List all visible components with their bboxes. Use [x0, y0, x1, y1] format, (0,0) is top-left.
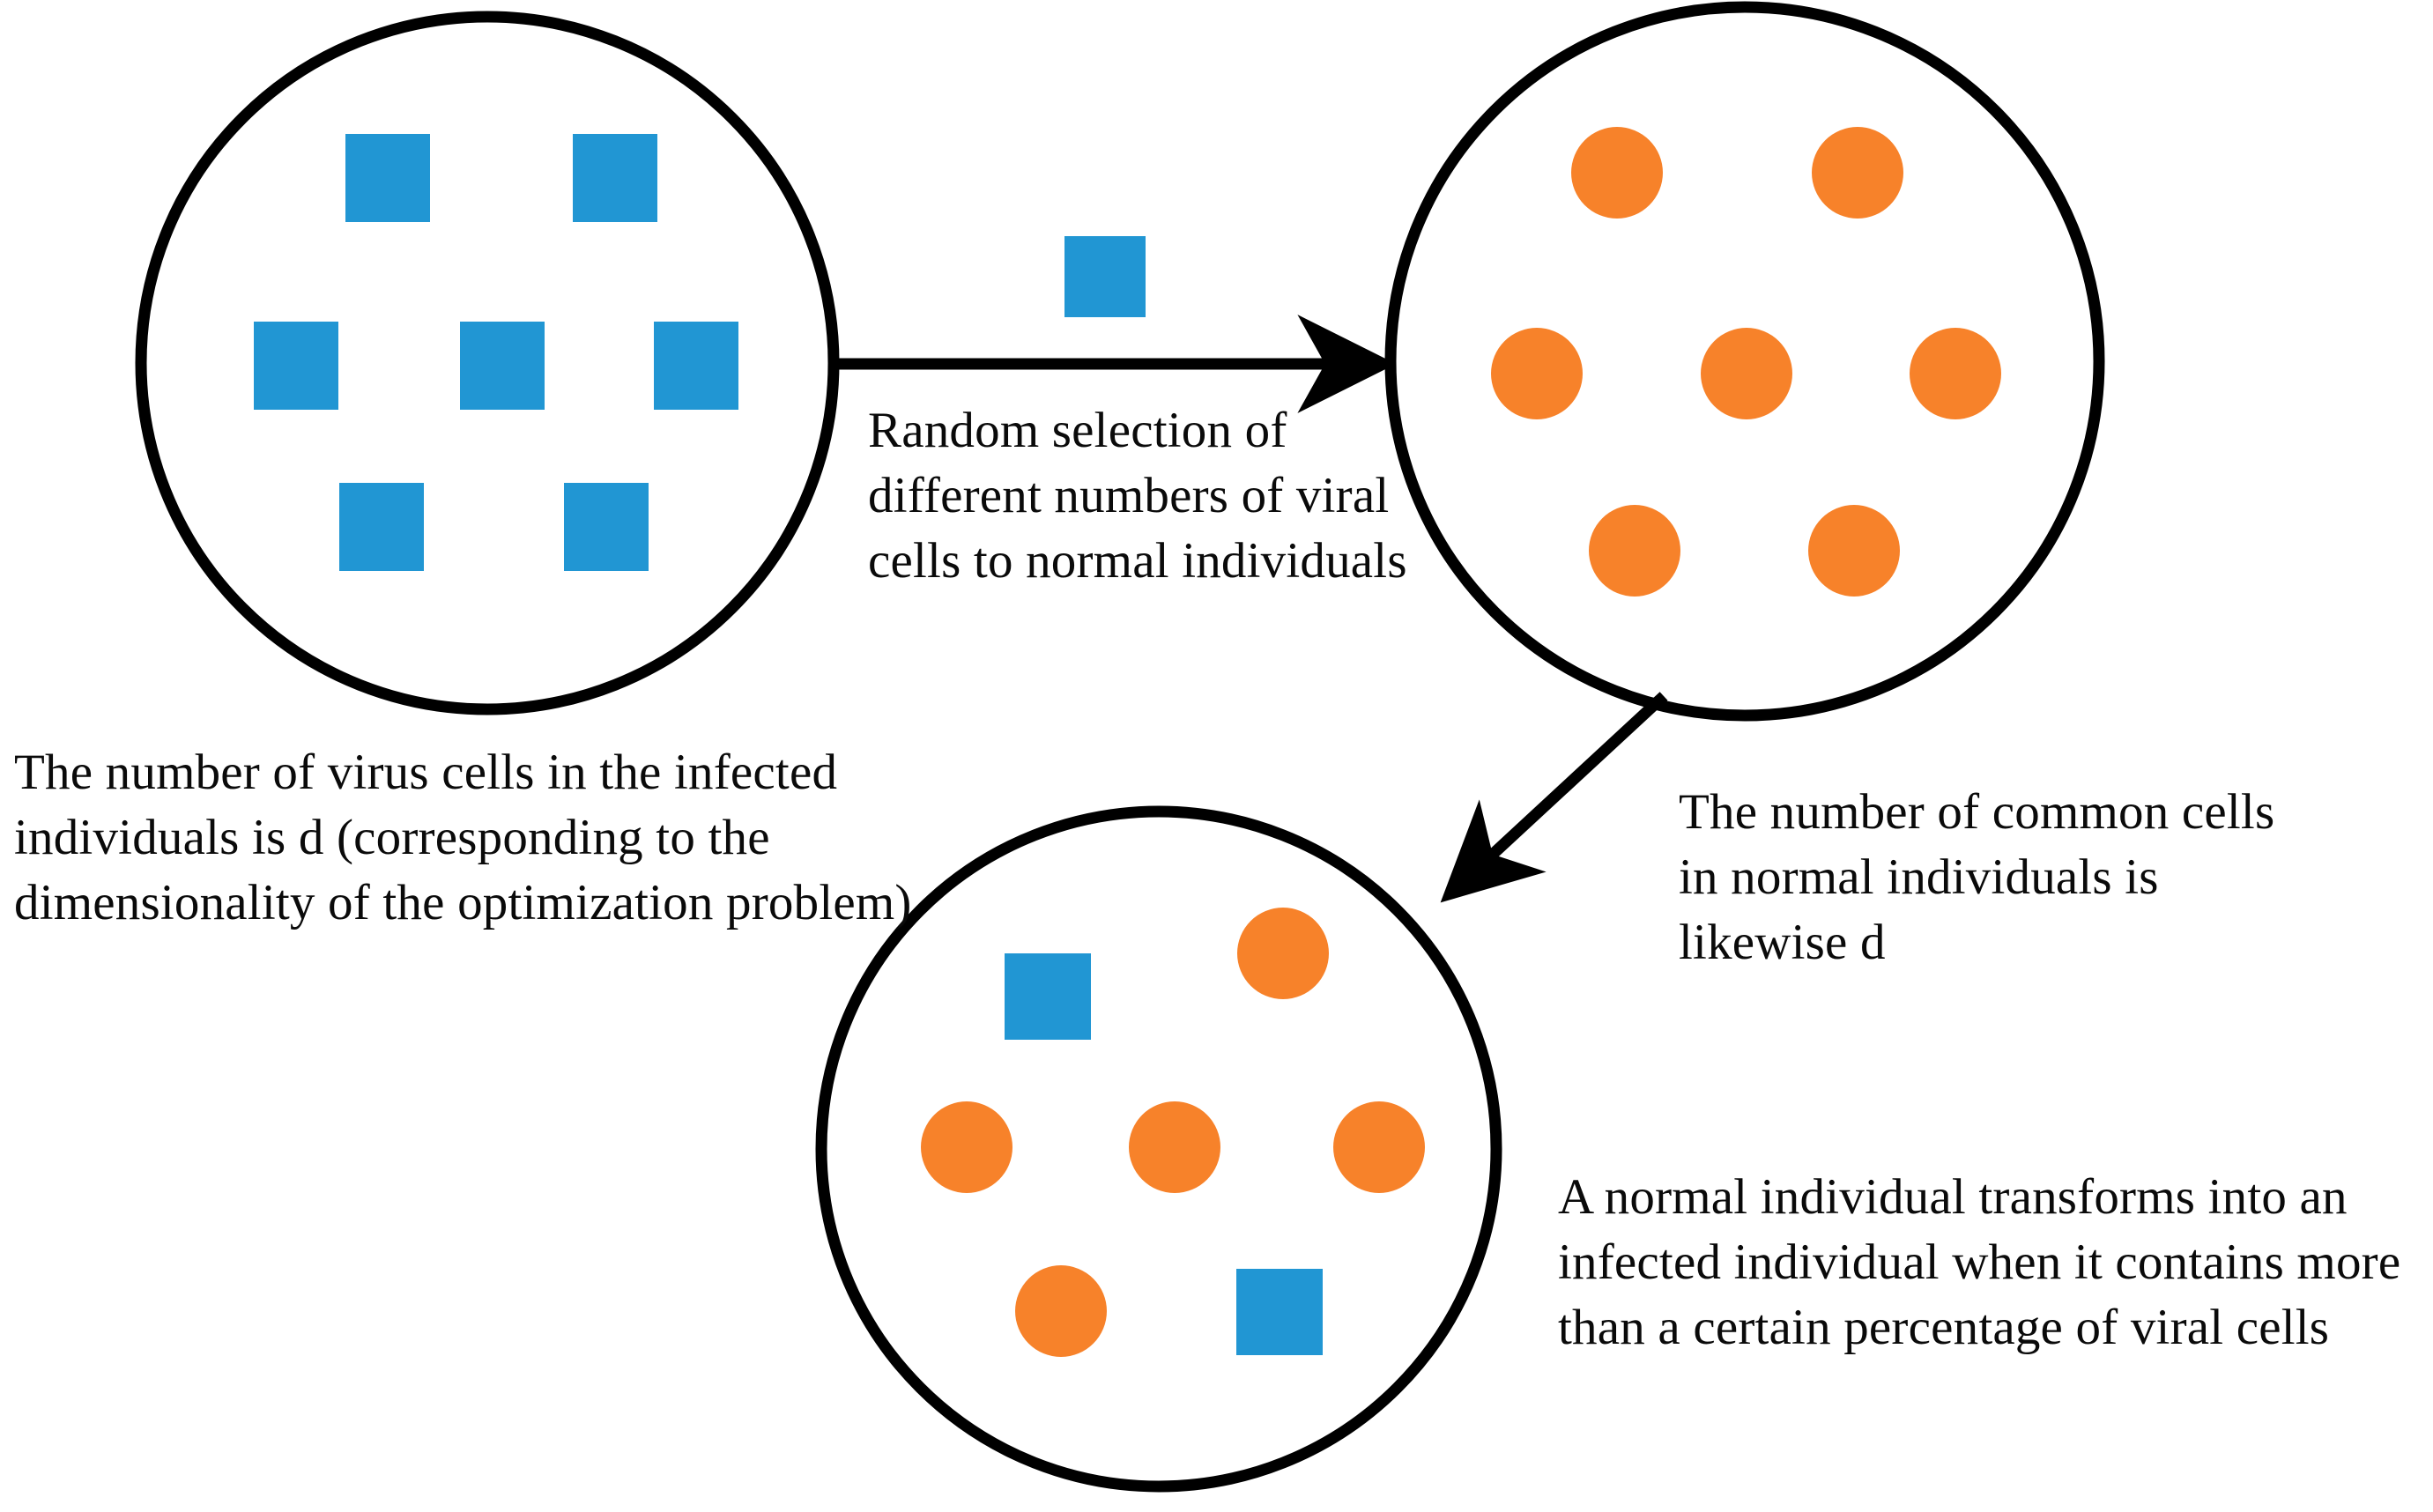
node-newly-infected-individual[interactable]	[815, 805, 1502, 1493]
virus-cell-in-transit	[1064, 236, 1146, 317]
infected-individual-caption: The number of virus cells in the infecte…	[14, 745, 912, 931]
normal-cell	[1491, 328, 1583, 419]
node-infected-individual[interactable]	[135, 11, 840, 715]
normal-cell	[1701, 328, 1792, 419]
normal-cell	[1333, 1101, 1425, 1193]
normal-cell	[1237, 908, 1329, 999]
normal-cell	[1910, 328, 2001, 419]
node-normal-individual[interactable]	[1384, 1, 2105, 722]
virus-cell	[573, 134, 657, 222]
normal-cell	[921, 1101, 1013, 1193]
virus-cell	[564, 483, 649, 571]
virus-cell	[339, 483, 424, 571]
normal-individual-caption: The number of common cells in normal ind…	[1679, 784, 2275, 971]
virus-cell	[460, 322, 545, 410]
normal-cell	[1129, 1101, 1220, 1193]
virus-cell	[1005, 953, 1091, 1040]
arrow-label-caption: Random selection of different numbers of…	[868, 403, 1407, 589]
normal-cell	[1808, 505, 1900, 597]
normal-cell	[1015, 1265, 1107, 1357]
virus-cell	[654, 322, 738, 410]
virus-cell	[1236, 1269, 1323, 1355]
virus-cell	[345, 134, 430, 222]
transform-caption: A normal individual transforms into an i…	[1558, 1169, 2401, 1356]
transform-arrow	[1440, 692, 1668, 903]
normal-cell	[1589, 505, 1680, 597]
normal-cell	[1812, 127, 1903, 219]
normal-cell	[1571, 127, 1663, 219]
virus-cell	[254, 322, 338, 410]
